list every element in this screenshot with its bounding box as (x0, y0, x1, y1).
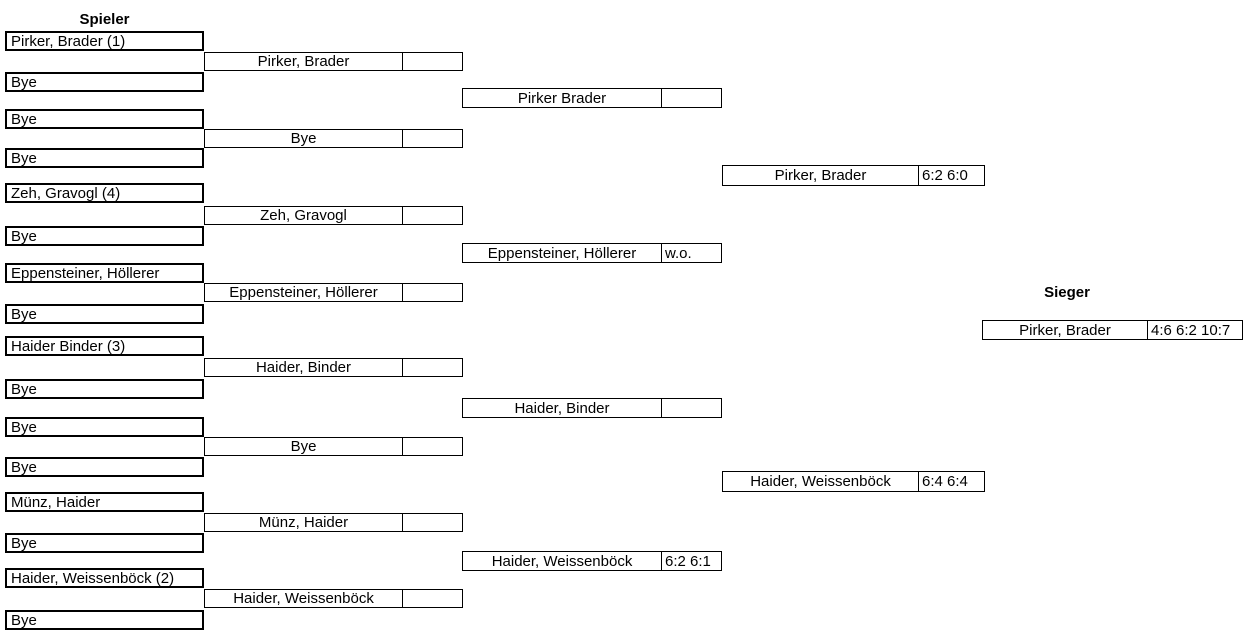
match-score: w.o. (665, 244, 692, 262)
team-name: Zeh, Gravogl (205, 207, 403, 224)
bracket-slot-r1-2: Bye (5, 72, 204, 92)
bracket-slot-r1-10: Bye (5, 379, 204, 399)
team-name: Pirker, Brader (723, 166, 919, 185)
match-score: 4:6 6:2 10:7 (1151, 321, 1231, 339)
team-name: Pirker, Brader (205, 53, 403, 70)
team-name: Pirker Brader (463, 89, 662, 107)
team-name: Münz, Haider (205, 514, 403, 531)
team-name: Zeh, Gravogl (4) (11, 184, 121, 202)
team-name: Haider, Weissenböck (2) (11, 569, 175, 587)
match-score: 6:4 6:4 (922, 473, 968, 490)
match-box-r2-8: Haider, Weissenböck (204, 589, 463, 608)
match-box-r2-1: Pirker, Brader (204, 52, 463, 71)
bracket-slot-r1-15: Haider, Weissenböck (2) (5, 568, 204, 588)
team-name: Bye (11, 380, 37, 398)
bracket-slot-r1-9: Haider Binder (3) (5, 336, 204, 356)
team-name: Bye (11, 534, 37, 552)
team-name: Bye (11, 149, 37, 167)
team-name: Bye (11, 110, 37, 128)
bracket-slot-r1-5: Zeh, Gravogl (4) (5, 183, 204, 203)
team-name: Eppensteiner, Höllerer (205, 284, 403, 301)
match-score: 6:2 6:0 (922, 167, 968, 184)
bracket-slot-r1-13: Münz, Haider (5, 492, 204, 512)
match-box-sf-1: Pirker Brader (462, 88, 722, 108)
team-name: Bye (205, 438, 403, 455)
team-name: Bye (11, 227, 37, 245)
bracket-slot-r1-12: Bye (5, 457, 204, 477)
team-name: Eppensteiner, Höllerer (463, 244, 662, 262)
team-name: Eppensteiner, Höllerer (11, 264, 160, 282)
bracket-slot-r1-14: Bye (5, 533, 204, 553)
bracket-slot-r1-6: Bye (5, 226, 204, 246)
bracket-slot-r1-7: Eppensteiner, Höllerer (5, 263, 204, 283)
team-name: Haider, Weissenböck (723, 472, 919, 491)
match-box-r2-6: Bye (204, 437, 463, 456)
players-column-header: Spieler (79, 11, 130, 28)
team-name: Haider, Weissenböck (205, 590, 403, 607)
match-box-sf-3: Haider, Binder (462, 398, 722, 418)
team-name: Pirker, Brader (1) (11, 32, 126, 50)
bracket-slot-r1-8: Bye (5, 304, 204, 324)
match-box-r2-2: Bye (204, 129, 463, 148)
match-box-r2-7: Münz, Haider (204, 513, 463, 532)
winner-column-header: Sieger (1044, 284, 1090, 301)
team-name: Haider Binder (3) (11, 337, 126, 355)
match-box-r2-4: Eppensteiner, Höllerer (204, 283, 463, 302)
bracket-slot-r1-3: Bye (5, 109, 204, 129)
bracket-slot-r1-16: Bye (5, 610, 204, 630)
team-name: Bye (11, 458, 37, 476)
match-score: 6:2 6:1 (665, 552, 711, 570)
bracket-slot-r1-11: Bye (5, 417, 204, 437)
team-name: Bye (11, 73, 37, 91)
team-name: Münz, Haider (11, 493, 101, 511)
team-name: Pirker, Brader (983, 321, 1148, 339)
team-name: Bye (11, 305, 37, 323)
team-name: Haider, Binder (463, 399, 662, 417)
team-name: Bye (11, 611, 37, 629)
team-name: Haider, Binder (205, 359, 403, 376)
team-name: Bye (205, 130, 403, 147)
bracket-slot-r1-4: Bye (5, 148, 204, 168)
match-box-r2-3: Zeh, Gravogl (204, 206, 463, 225)
team-name: Haider, Weissenböck (463, 552, 662, 570)
team-name: Bye (11, 418, 37, 436)
bracket-slot-r1-1: Pirker, Brader (1) (5, 31, 204, 51)
match-box-r2-5: Haider, Binder (204, 358, 463, 377)
